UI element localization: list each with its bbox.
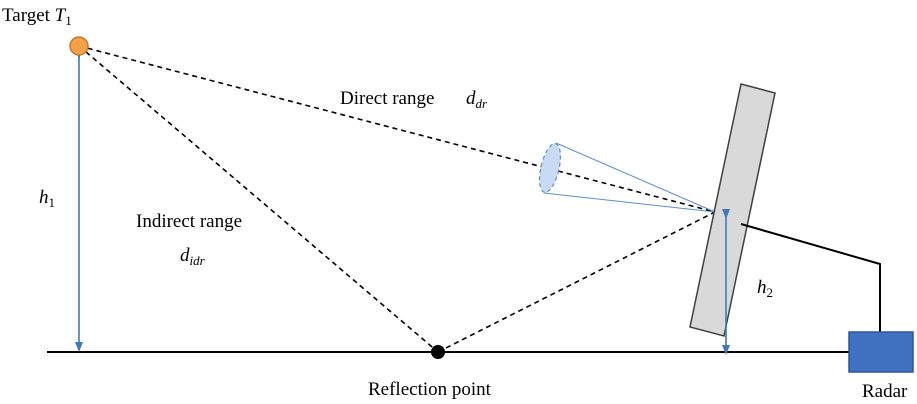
reflection-point-text: Reflection point [368, 379, 491, 400]
ddr-subscript: dr [475, 96, 488, 111]
target-label: Target T1 [2, 6, 72, 27]
direct-range-text: Direct range [340, 88, 435, 109]
target-label-text: Target [2, 5, 55, 26]
didr-subscript: idr [189, 253, 205, 268]
h1-symbol: h [39, 187, 49, 208]
indirect-path-incident-line [78, 45, 439, 353]
target-marker [69, 36, 89, 56]
radar-label: Radar [862, 382, 907, 401]
h1-label: h1 [39, 188, 55, 209]
direct-range-label: Direct range [340, 89, 434, 108]
ddr-label: ddr [466, 89, 487, 110]
direct-path-line [78, 45, 716, 213]
antenna-cable [740, 223, 881, 332]
target-subscript: 1 [65, 13, 72, 28]
beam-ellipse [538, 142, 562, 194]
beam-edge-bottom [543, 192, 716, 213]
ddr-symbol: d [466, 88, 476, 109]
radar-text: Radar [862, 381, 908, 402]
indirect-path-reflected-line [437, 211, 716, 353]
indirect-range-text: Indirect range [136, 211, 243, 232]
h2-subscript: 2 [766, 285, 774, 300]
h1-subscript: 1 [48, 195, 56, 210]
beam-edge-top [555, 142, 716, 213]
reflection-point-label: Reflection point [368, 380, 491, 399]
target-symbol: T [54, 5, 66, 26]
reflection-point-marker [431, 345, 445, 359]
h2-label: h2 [757, 278, 773, 299]
didr-symbol: d [180, 245, 190, 266]
radar-box [848, 331, 914, 373]
indirect-range-label: Indirect range [136, 212, 242, 231]
h2-symbol: h [757, 277, 767, 298]
didr-label: didr [180, 246, 205, 267]
